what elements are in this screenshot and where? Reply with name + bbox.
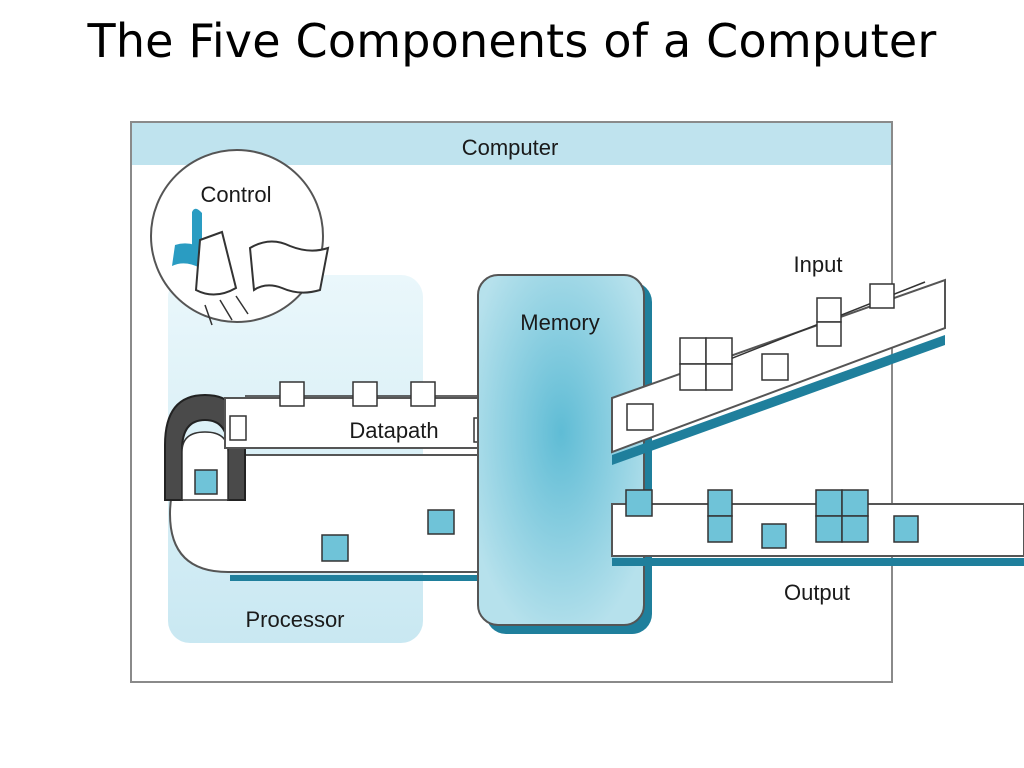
data-box-filled	[841, 489, 869, 517]
data-box-filled	[194, 469, 218, 495]
data-box-filled	[815, 515, 843, 543]
data-box	[816, 321, 842, 347]
data-box	[679, 363, 707, 391]
control-icon	[150, 149, 330, 326]
data-box	[279, 381, 305, 407]
data-box	[869, 283, 895, 309]
memory-label: Memory	[520, 310, 599, 335]
data-box-filled	[321, 534, 349, 562]
slide-title: The Five Components of a Computer	[87, 14, 937, 68]
data-box-filled	[707, 515, 733, 543]
control-label: Control	[201, 182, 272, 207]
data-box	[679, 337, 707, 365]
data-box	[626, 403, 654, 431]
data-box-filled	[761, 523, 787, 549]
data-box	[705, 337, 733, 365]
processor-label: Processor	[245, 607, 344, 632]
data-box-filled	[427, 509, 455, 535]
datapath-label: Datapath	[349, 418, 438, 443]
data-box-filled	[841, 515, 869, 543]
data-box	[705, 363, 733, 391]
data-box-filled	[707, 489, 733, 517]
data-box	[410, 381, 436, 407]
input-label: Input	[794, 252, 843, 277]
output-label: Output	[784, 580, 850, 605]
data-box	[761, 353, 789, 381]
output-channel-shadow	[612, 558, 1024, 566]
input-channel-shadow	[612, 335, 945, 465]
data-box-filled	[625, 489, 653, 517]
data-box-filled	[893, 515, 919, 543]
data-box	[816, 297, 842, 323]
data-box	[229, 415, 247, 441]
data-box	[352, 381, 378, 407]
computer-label: Computer	[462, 135, 559, 160]
data-box-filled	[815, 489, 843, 517]
